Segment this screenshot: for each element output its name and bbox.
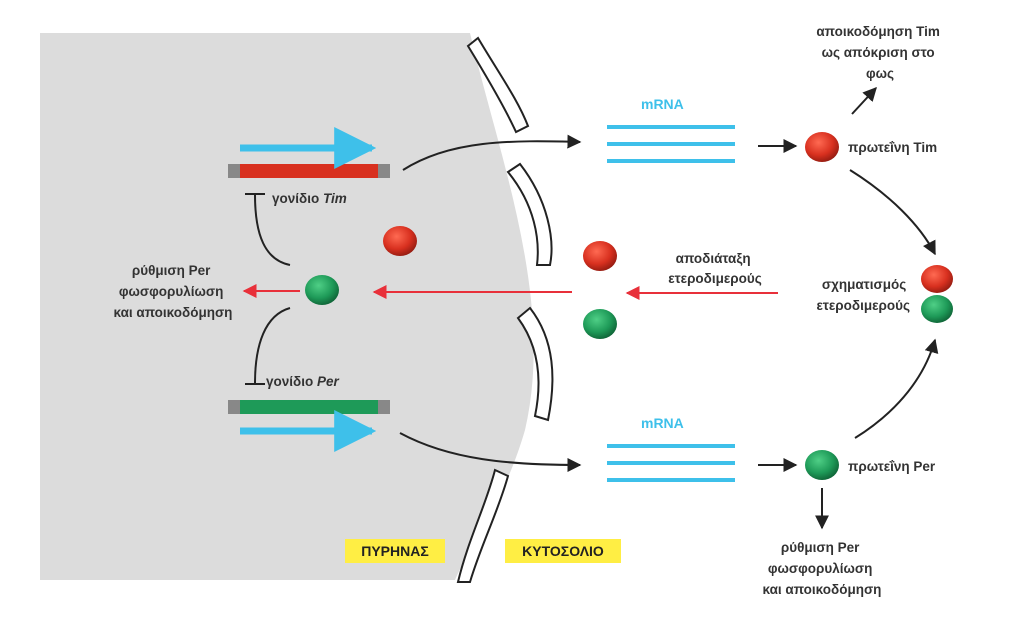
per-protein-label: πρωτεΐνη Per: [848, 459, 936, 474]
nuclear-per-protein: [305, 275, 339, 305]
nuclear-envelope: [456, 36, 554, 583]
per-to-dimer-arrow: [854, 338, 939, 439]
heterodimer: [921, 265, 953, 323]
tim-gene-label: γονίδιο: [272, 191, 319, 206]
per-regulation-left-line-1: ρύθμιση Per: [132, 263, 211, 278]
tim-degradation-line-2: ως απόκριση στο: [822, 45, 935, 60]
per-gene-name: Per: [317, 374, 340, 389]
per-regulation-bottom-line-1: ρύθμιση Per: [781, 540, 860, 555]
per-mrna: [607, 444, 735, 482]
tim-to-dimer-arrow: [849, 169, 936, 256]
formation-line-2: ετεροδιμερούς: [816, 298, 910, 313]
inhibition-per: [245, 307, 291, 385]
nuclear-tim-protein: [383, 226, 417, 256]
nucleus-label-bg: [345, 539, 445, 563]
dissociated-per-protein: [583, 309, 617, 339]
per-protein: [805, 450, 839, 480]
svg-text:αποδιάταξη ετεροδιμερούς: αποδιάταξη ετεροδιμερούς: [668, 251, 762, 286]
tim-degradation-arrow: [851, 86, 877, 115]
tim-protein-label: πρωτεΐνη Tim: [848, 140, 937, 155]
mrna-top-label: mRNA: [641, 96, 684, 112]
tim-mrna-export-arrow: [402, 134, 582, 171]
tim-protein: [805, 132, 839, 162]
tim-degradation-line-1: αποικοδόμηση Tim: [816, 24, 940, 39]
cytosol-label-bg: [505, 539, 621, 563]
nucleus-region: [40, 33, 534, 580]
tim-gene-name: Tim: [323, 191, 347, 206]
per-regulation-bottom-line-3: και αποικοδόμηση: [763, 582, 882, 597]
nucleus-label: ΠΥΡΗΝΑΣ: [361, 543, 429, 559]
tim-gene: [228, 164, 390, 178]
dissociation-line-1: αποδιάταξη: [676, 251, 751, 266]
svg-text:γονίδιο Per: γονίδιο Per: [266, 374, 339, 389]
per-regulation-bottom-line-2: φωσφορυλίωση: [768, 561, 873, 576]
per-regulation-left-line-2: φωσφορυλίωση: [119, 284, 224, 299]
tim-mrna: [607, 125, 735, 163]
svg-text:γονίδιο Tim: γονίδιο Tim: [272, 191, 347, 206]
svg-text:σχηματισμός ετεροδιμερούς: σχηματισμός ετεροδιμερούς: [816, 277, 910, 313]
dissociated-tim-protein: [583, 241, 617, 271]
dissociation-line-2: ετεροδιμερούς: [668, 271, 762, 286]
svg-text:ρύθμιση Per φωσφορυλίωση: ρύθμιση Per φωσφορυλίωση και αποικοδόμησ…: [763, 540, 882, 597]
cytosol-label: ΚΥΤΟΣΟΛΙΟ: [522, 543, 604, 559]
per-mrna-export-arrow: [399, 432, 582, 472]
per-gene: [228, 400, 390, 414]
per-regulation-left-line-3: και αποικοδόμηση: [114, 305, 233, 320]
svg-text:ρύθμιση Per φωσφορυλίωση: ρύθμιση Per φωσφορυλίωση και αποικοδόμησ…: [114, 263, 233, 320]
inhibition-tim: [245, 193, 291, 266]
per-gene-label: γονίδιο: [266, 374, 313, 389]
formation-line-1: σχηματισμός: [822, 277, 906, 292]
mrna-bottom-label: mRNA: [641, 415, 684, 431]
tim-degradation-line-3: φως: [866, 66, 894, 81]
svg-text:αποικοδόμηση Tim ως απόκρι: αποικοδόμηση Tim ως απόκριση στο φως: [816, 24, 943, 81]
